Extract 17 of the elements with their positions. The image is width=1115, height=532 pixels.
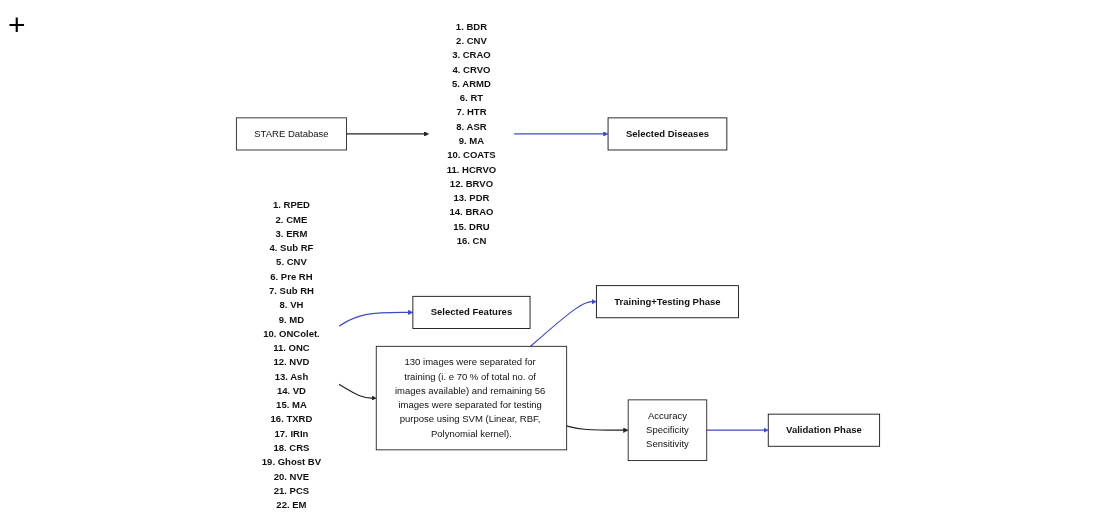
node-box: 130 images were separated for training (i. e 70 % of total no. of images available) and remaining 56 images were separated for testing purpose using SVM (Linear, RBF, Polynomial kernel). bbox=[375, 345, 567, 451]
arrow bbox=[705, 427, 768, 433]
arrow bbox=[337, 383, 376, 401]
node-box: Selected Features bbox=[411, 295, 530, 329]
node-text: 1. RPED 2. CME 3. ERM 4. Sub RF 5. CNV 6. Pre RH 7. Sub RH 8. VH 9. MD 10. ONColet. 11. ONC 12. NVD 13. Ash 14. VD 15. MA 16. TXRD 17. IRIn 18. CRS 19. Ghost BV 20. NVE 21. PCS 22. EM bbox=[261, 199, 321, 510]
arrow bbox=[345, 131, 429, 137]
node-box: Selected Diseases bbox=[607, 117, 727, 151]
arrow bbox=[529, 299, 597, 347]
plus-sign: + bbox=[8, 8, 26, 41]
node-text: 1. BDR 2. CNV 3. CRAO 4. CRVO 5. ARMD 6. RT 7. HTR 8. ASR 9. MA 10. COATS 11. HCRVO 12. BRVO 13. PDR 14. BRAO 15. DRU 16. CN bbox=[446, 21, 496, 246]
arrow bbox=[513, 131, 608, 137]
arrow bbox=[565, 425, 628, 433]
arrow bbox=[337, 309, 413, 327]
node-box: Validation Phase bbox=[767, 413, 880, 447]
node-box: Training+Testing Phase bbox=[595, 285, 739, 319]
node-box: Accuracy Specificity Sensitivity bbox=[627, 399, 707, 461]
node-box: STARE Database bbox=[235, 117, 347, 151]
